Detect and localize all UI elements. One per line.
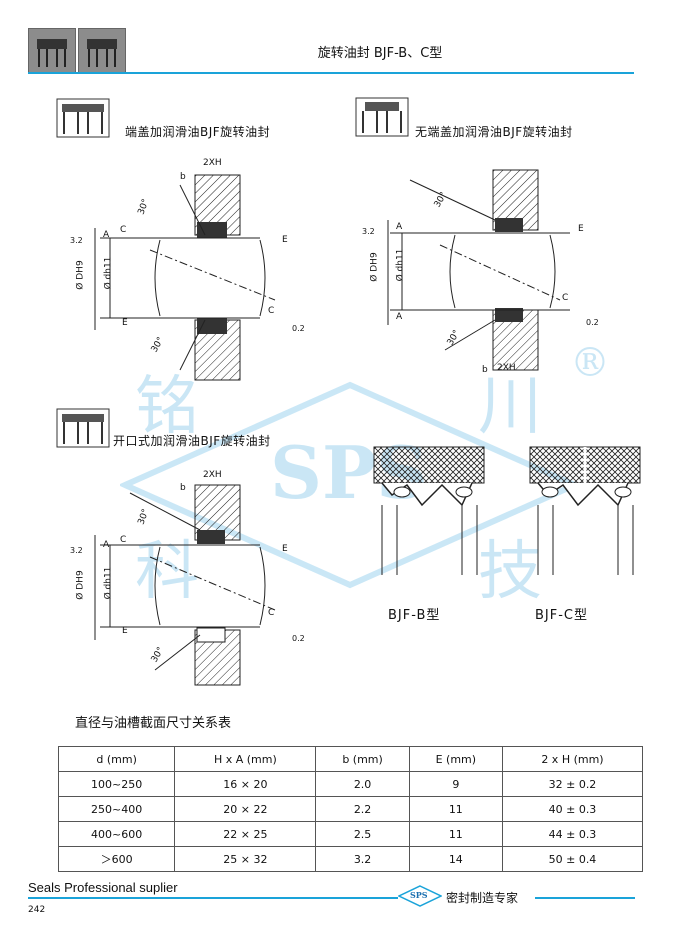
table-row: 100~250 16 × 20 2.0 9 32 ± 0.2 [57, 771, 644, 797]
rough-3-2-2: 3.2 [362, 227, 375, 236]
dim-2xh-2: 2XH [497, 363, 516, 373]
table-cell: 11 [408, 821, 503, 847]
table-row: 250~400 20 × 22 2.2 11 40 ± 0.3 [57, 796, 644, 822]
col-header: b (mm) [315, 746, 410, 772]
dim-e-2: E [578, 224, 584, 234]
dim-a-2a: A [396, 222, 403, 232]
rough-0-2-1: 0.2 [292, 324, 305, 333]
table-row: ＞600 25 × 32 3.2 14 50 ± 0.4 [57, 846, 644, 872]
watermark-char-4: 技 [478, 535, 542, 609]
sps-logo-badge [398, 885, 442, 907]
table-cell: ＞600 [57, 846, 176, 872]
table-cell: 2.5 [315, 821, 410, 847]
dim-e-3b: E [122, 626, 128, 636]
col-header: E (mm) [408, 746, 503, 772]
dim-a-3: A [103, 540, 110, 550]
rough-3-2-1: 3.2 [70, 236, 83, 245]
table-cell: 25 × 32 [174, 846, 317, 872]
table-cell: 250~400 [57, 796, 176, 822]
col-header: 2 x H (mm) [501, 746, 644, 772]
header-seal-icon-1 [28, 28, 76, 74]
watermark-char-3: 科 [135, 535, 199, 609]
type-label-bjf-b: BJF-B型 [388, 608, 441, 623]
table-cell: 44 ± 0.3 [501, 821, 644, 847]
page-title: 旋转油封 BJF-B、C型 [317, 46, 443, 61]
watermark-char-2: 川 [478, 370, 542, 444]
table-cell: 16 × 20 [174, 771, 317, 797]
end-cover-seal-icon [56, 98, 110, 138]
table-cell: 32 ± 0.2 [501, 771, 644, 797]
table-cell: 14 [408, 846, 503, 872]
table-title: 直径与油槽截面尺寸关系表 [75, 716, 232, 731]
dim-a-2b: A [396, 312, 403, 322]
sps-logo-text: SPS [410, 890, 428, 900]
table-cell: 3.2 [315, 846, 410, 872]
dim-2xh-3: 2XH [203, 470, 222, 480]
footer-rule-right [535, 897, 635, 899]
dim-b-3: b [180, 483, 186, 493]
table-cell: 400~600 [57, 821, 176, 847]
bjf-c-cross-section [529, 446, 641, 575]
footer-supplier: Seals Professional suplier [28, 880, 178, 895]
watermark-diamond [120, 381, 580, 589]
table-cell: 100~250 [57, 771, 176, 797]
bjf-b-cross-section [373, 446, 485, 575]
section-label-open-type: 开口式加润滑油BJF旋转油封 [113, 434, 271, 448]
open-type-drawing [94, 484, 276, 686]
rough-3-2-3: 3.2 [70, 546, 83, 555]
table-cell: 22 × 25 [174, 821, 317, 847]
table-header-row: d (mm) H x A (mm) b (mm) E (mm) 2 x H (m… [57, 746, 644, 772]
footer-brand: 密封制造专家 [446, 891, 519, 905]
dim-e-1a: E [282, 235, 288, 245]
no-end-cover-seal-icon [355, 97, 409, 137]
rough-0-2-2: 0.2 [586, 318, 599, 327]
dim-a-1: A [103, 230, 110, 240]
dim-dh9-1: Ø DH9 [75, 260, 86, 290]
section-label-no-end-cover: 无端盖加润滑油BJF旋转油封 [415, 125, 573, 139]
table-cell: 2.2 [315, 796, 410, 822]
dim-e-3a: E [282, 544, 288, 554]
dim-e-1b: E [122, 318, 128, 328]
watermark-char-1: 铭 [135, 370, 199, 444]
dim-c-2: C [562, 293, 569, 303]
table-cell: 2.0 [315, 771, 410, 797]
rough-0-2-3: 0.2 [292, 634, 305, 643]
col-header: d (mm) [57, 746, 176, 772]
table-row: 400~600 22 × 25 2.5 11 44 ± 0.3 [57, 821, 644, 847]
dim-b-2: b [482, 365, 488, 375]
table-cell: 40 ± 0.3 [501, 796, 644, 822]
dim-c-3a: C [120, 535, 127, 545]
open-type-seal-icon [56, 408, 110, 448]
dim-c-1a: C [120, 225, 127, 235]
dimension-table: d (mm) H x A (mm) b (mm) E (mm) 2 x H (m… [57, 746, 644, 872]
table-cell: 9 [408, 771, 503, 797]
section-label-end-cover: 端盖加润滑油BJF旋转油封 [125, 125, 271, 139]
table-cell: 11 [408, 796, 503, 822]
header-rule [28, 72, 634, 74]
dim-dh11-1: Ø dh11 [103, 256, 114, 290]
dim-dh9-2: Ø DH9 [369, 252, 380, 282]
dim-c-1b: C [268, 306, 275, 316]
end-cover-drawing [94, 174, 276, 381]
page-number: 242 [28, 905, 46, 915]
header-seal-icon-2 [78, 28, 126, 74]
table-cell: 50 ± 0.4 [501, 846, 644, 872]
dim-b-1: b [180, 172, 186, 182]
watermark-registered: ® [570, 340, 610, 386]
dim-2xh-1: 2XH [203, 158, 222, 168]
col-header: H x A (mm) [174, 746, 317, 772]
footer-rule-left [28, 897, 398, 899]
no-end-cover-drawing [387, 169, 570, 371]
table-cell: 20 × 22 [174, 796, 317, 822]
type-label-bjf-c: BJF-C型 [535, 608, 588, 623]
dim-dh11-2: Ø dh11 [395, 248, 406, 282]
dim-c-3b: C [268, 608, 275, 618]
dim-dh11-3: Ø dh11 [103, 566, 114, 600]
dim-dh9-3: Ø DH9 [75, 570, 86, 600]
